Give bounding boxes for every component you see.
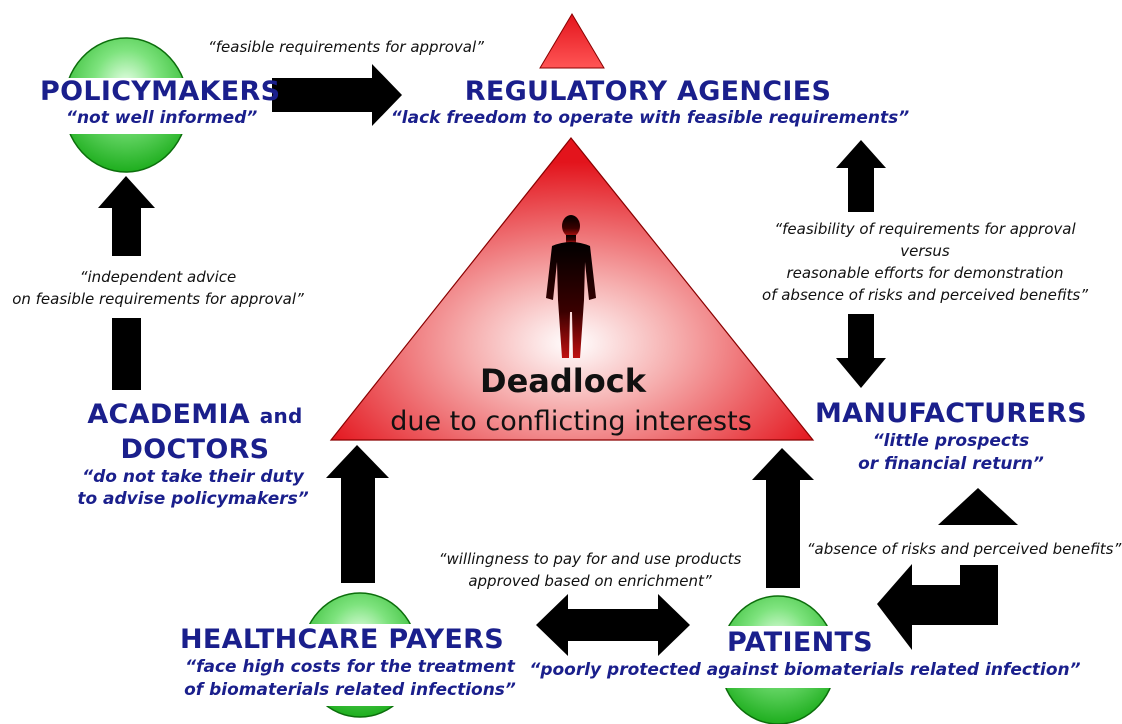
payers-patients-label: “willingness to pay for and use products… [439, 548, 742, 592]
academia-quote: “do not take their duty to advise policy… [77, 466, 308, 510]
arrow-down-to-manufacturers-icon [836, 314, 886, 388]
payers-patients-line1: “willingness to pay for and use products [438, 550, 742, 568]
reg-manuf-label: “feasibility of requirements for approva… [762, 218, 1088, 306]
person-icon [546, 215, 596, 358]
deadlock-label: Deadlock [480, 362, 646, 400]
reg-manuf-line2: versus [900, 242, 950, 260]
patients-title: PATIENTS [727, 627, 873, 658]
academia-quote-line1: “do not take their duty [82, 467, 304, 487]
small-warning-triangle [539, 13, 605, 69]
arrow-payers-patients-double-icon [536, 594, 690, 656]
deadlock-subtitle-wrap: due to conflicting interests [390, 406, 752, 437]
manufacturers-quote-line2: or financial return” [858, 454, 1044, 474]
payers-quote: “face high costs for the treatment of bi… [184, 656, 516, 702]
arrow-patients-bent-icon [877, 564, 998, 650]
academia-name: ACADEMIA [87, 399, 251, 430]
academia-advice-label: “independent advice on feasible requirem… [12, 266, 304, 310]
payers-patients-line2: approved based on enrichment” [468, 572, 712, 590]
patients-manuf-label: “absence of risks and perceived benefits… [806, 540, 1122, 558]
arrow-patients-up-icon [752, 448, 814, 588]
payers-quote-line1: “face high costs for the treatment [185, 657, 515, 677]
regulatory-quote: “lack freedom to operate with feasible r… [390, 108, 910, 128]
arrow-up-to-regulatory-icon [836, 140, 886, 212]
academia-advice-line2: on feasible requirements for approval” [12, 290, 304, 308]
policy-regulatory-label: “feasible requirements for approval” [208, 38, 484, 56]
academia-and: and [259, 404, 303, 428]
reg-manuf-line4: of absence of risks and perceived benefi… [762, 286, 1088, 304]
academia-advice-line1: “independent advice [79, 268, 237, 286]
payers-quote-line2: of biomaterials related infections” [184, 680, 516, 700]
bar-academia-stem [112, 318, 141, 390]
reg-manuf-line3: reasonable efforts for demonstration [786, 264, 1064, 282]
regulatory-title: REGULATORY AGENCIES [464, 76, 832, 107]
manufacturers-title: MANUFACTURERS [814, 398, 1088, 429]
deadlock-subtitle: due to conflicting interests [390, 406, 752, 437]
arrow-academia-to-policy-icon [98, 176, 155, 256]
manufacturers-quote-line1: “little prospects [872, 431, 1030, 451]
policymakers-title: POLICYMAKERS [40, 76, 281, 107]
arrow-manufacturers-up-icon [938, 488, 1018, 525]
academia-quote-line2: to advise policymakers” [77, 489, 309, 509]
patients-quote: “poorly protected against biomaterials r… [529, 660, 1081, 680]
arrow-policy-to-regulatory-icon [272, 64, 402, 126]
arrow-payers-up-icon [326, 445, 389, 583]
academia-title: ACADEMIA and DOCTORS [87, 398, 302, 467]
deadlock-title: Deadlock [480, 362, 646, 400]
policymakers-quote: “not well informed” [66, 108, 258, 128]
reg-manuf-line1: “feasibility of requirements for approva… [774, 220, 1076, 238]
doctors-name: DOCTORS [120, 434, 270, 465]
payers-title: HEALTHCARE PAYERS [180, 624, 504, 655]
manufacturers-quote: “little prospects or financial return” [858, 430, 1044, 476]
